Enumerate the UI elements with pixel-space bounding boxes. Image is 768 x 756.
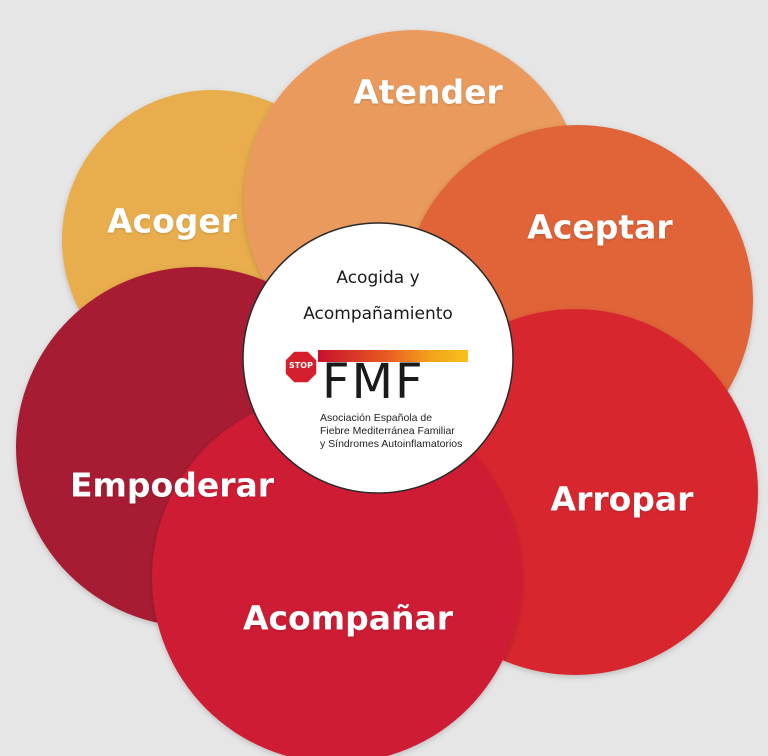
fmf-logo: STOP FMF Asociación Española de Fiebre M… [284, 342, 484, 454]
label-aceptar: Aceptar [527, 207, 673, 247]
label-arropar: Arropar [550, 479, 694, 519]
assoc-name-line3: y Síndromes Autoinflamatorios [320, 438, 463, 450]
assoc-name-line1: Asociación Española de [320, 412, 433, 424]
stop-sign-icon: STOP [284, 350, 318, 384]
center-title-line2: Acompañamiento [303, 304, 453, 324]
label-empoderar: Empoderar [69, 465, 275, 505]
assoc-name-line2: Fiebre Mediterránea Familiar [320, 425, 455, 437]
label-acoger: Acoger [106, 201, 238, 241]
label-acompanar: Acompañar [242, 598, 454, 638]
stop-sign-text: STOP [289, 361, 313, 370]
center-title-line1: Acogida y [336, 268, 420, 288]
logo-color-bar [318, 350, 468, 362]
logo-wordmark: FMF [322, 354, 425, 410]
petal-acompanar [152, 393, 522, 756]
label-atender: Atender [353, 72, 503, 112]
